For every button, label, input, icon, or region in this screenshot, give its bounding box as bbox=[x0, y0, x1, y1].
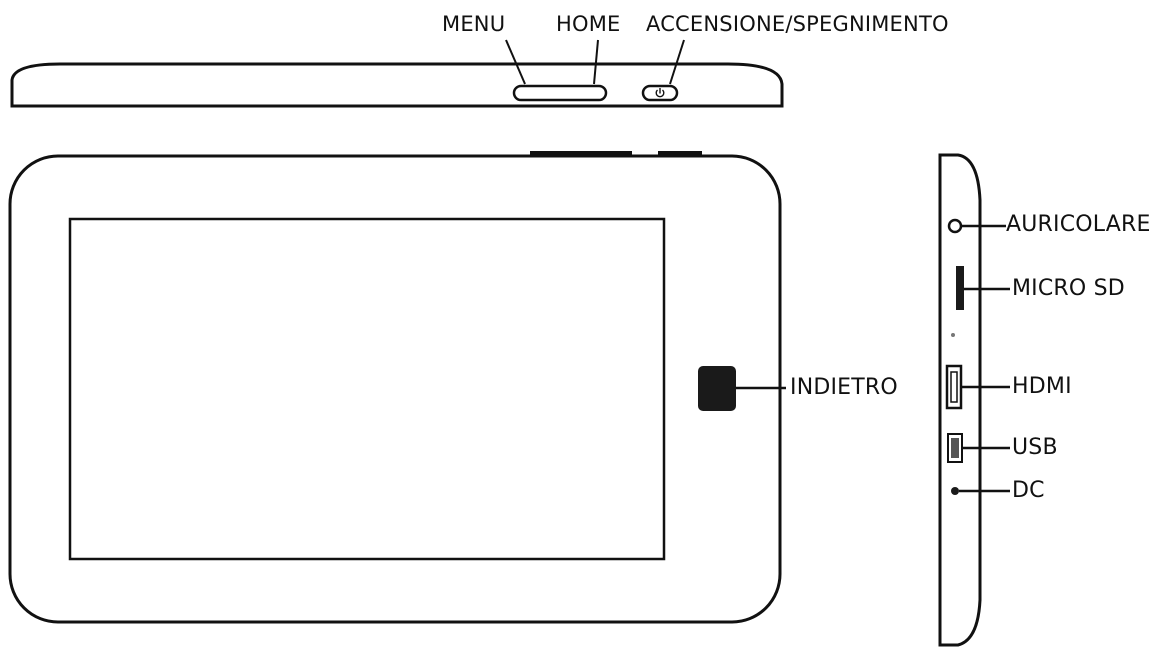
menu-label: MENU bbox=[442, 12, 506, 36]
side-view-body bbox=[938, 153, 982, 647]
menu-home-rocker bbox=[512, 84, 608, 102]
screen bbox=[68, 217, 666, 561]
home-leader bbox=[593, 39, 599, 85]
top-view bbox=[10, 39, 784, 108]
microsd-label: MICRO SD bbox=[1012, 276, 1125, 301]
top-view-body bbox=[10, 62, 784, 108]
power-icon bbox=[655, 88, 665, 98]
front-view bbox=[8, 151, 786, 624]
dc-port bbox=[951, 487, 959, 495]
hdmi-label: HDMI bbox=[1012, 374, 1072, 399]
power-leader bbox=[669, 39, 685, 85]
usb-port-inner bbox=[951, 438, 959, 458]
power-button bbox=[641, 84, 679, 102]
usb-label: USB bbox=[1012, 435, 1058, 460]
headphone-label: AURICOLARE bbox=[1006, 212, 1151, 237]
home-label: HOME bbox=[556, 12, 621, 36]
microphone-hole bbox=[951, 333, 955, 337]
side-view bbox=[938, 153, 1010, 647]
power-label: ACCENSIONE/SPEGNIMENTO bbox=[646, 12, 949, 36]
dc-label: DC bbox=[1012, 478, 1045, 503]
top-buttons-protrusion-left bbox=[530, 151, 632, 156]
back-label: INDIETRO bbox=[790, 375, 898, 400]
microsd-slot bbox=[956, 266, 964, 310]
hdmi-port-inner bbox=[950, 371, 958, 403]
top-buttons-protrusion-right bbox=[658, 151, 702, 156]
back-button bbox=[698, 366, 736, 411]
menu-leader bbox=[505, 39, 526, 85]
headphone-jack bbox=[947, 218, 963, 234]
